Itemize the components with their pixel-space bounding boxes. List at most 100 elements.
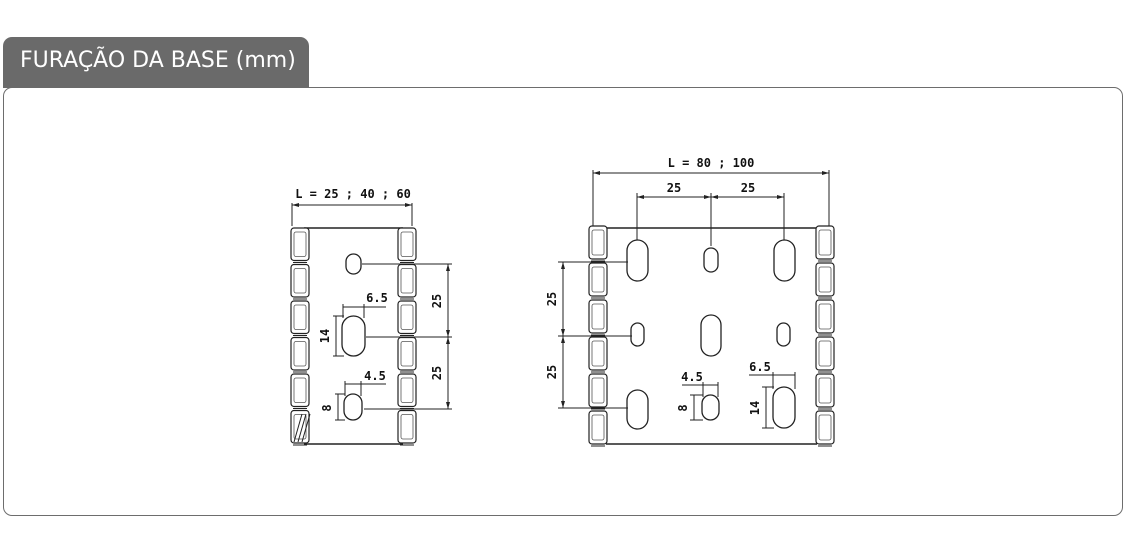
small-width-label: L = 25 ; 40 ; 60 (295, 187, 411, 201)
rail-lug (815, 225, 835, 260)
rail-lug-inner (293, 231, 307, 257)
rail-lug-inner (293, 341, 307, 367)
large-hole-top-left (626, 239, 649, 282)
rail-lug-inner (400, 341, 414, 367)
rail-lug (290, 263, 310, 298)
rail-lug-inner (591, 266, 605, 293)
small-small-slot (343, 393, 363, 421)
arrow-head (292, 203, 299, 207)
large-spacing-left-label: 25 (667, 181, 681, 195)
rail-lug (815, 373, 835, 408)
large-large-slot-height-label: 14 (748, 401, 762, 415)
rail-lug-inner (591, 377, 605, 404)
rail-lug (815, 410, 835, 445)
small-left-lugs (290, 227, 311, 446)
arrow-head (446, 337, 450, 344)
arrow-head (446, 264, 450, 271)
arrow-head (593, 171, 600, 175)
large-left-lugs (588, 225, 608, 447)
small-spacing-bottom-label: 25 (430, 366, 444, 380)
rail-lug-inner (400, 231, 414, 257)
rail-lug-inner (818, 340, 832, 367)
arrow-head (561, 329, 565, 336)
arrow-head (637, 195, 644, 199)
arrow-head (561, 336, 565, 343)
small-small-slot-height-label: 8 (320, 404, 334, 411)
rail-lug (588, 262, 608, 297)
rail-lug-inner (591, 303, 605, 330)
small-large-slot-height-label: 14 (318, 329, 332, 343)
rail-lug-inner (400, 414, 414, 440)
rail-lug-inner (400, 377, 414, 403)
rail-lug (588, 225, 608, 260)
rail-lug-inner (591, 340, 605, 367)
arrow-head (777, 195, 784, 199)
rail-lug (290, 373, 310, 408)
large-hole-top-center (703, 247, 719, 273)
large-spacing-bottom-v-label: 25 (545, 365, 559, 379)
rail-lug (588, 373, 608, 408)
small-top-hole (345, 253, 362, 275)
hatch-line (301, 413, 311, 443)
rail-lug-inner (400, 304, 414, 330)
rail-lug (397, 409, 417, 444)
rail-lug (588, 410, 608, 445)
large-tray-drawing: L = 80 ; 100 25 25 25 25 (545, 156, 835, 447)
rail-lug (397, 373, 417, 408)
large-hole-bottom-left (626, 389, 649, 430)
arrow-head (822, 171, 829, 175)
large-hole-mid-left (630, 322, 645, 347)
rail-lug-inner (293, 268, 307, 294)
arrow-head (446, 330, 450, 337)
large-spacing-right-label: 25 (741, 181, 755, 195)
large-hole-bottom-center (701, 394, 720, 421)
section-title: FURAÇÃO DA BASE (mm) (20, 48, 296, 73)
rail-lug-inner (818, 229, 832, 256)
small-large-slot-width-label: 6.5 (366, 291, 388, 305)
rail-lug (815, 336, 835, 371)
small-tray-drawing: L = 25 ; 40 ; 60 25 25 6.5 14 4.5 8 (290, 187, 452, 446)
rail-lug-inner (400, 268, 414, 294)
rail-lug (815, 299, 835, 334)
large-large-slot-width-label: 6.5 (749, 360, 771, 374)
rail-lug (290, 336, 310, 371)
rail-lug (290, 227, 310, 262)
hatch-line (293, 413, 303, 443)
large-hole-top-right (773, 239, 796, 282)
arrow-head (561, 262, 565, 269)
section-tab: FURAÇÃO DA BASE (mm) (3, 37, 309, 88)
rail-lug (397, 300, 417, 335)
rail-lug-inner (818, 303, 832, 330)
rail-lug (397, 227, 417, 262)
small-spacing-top-label: 25 (430, 294, 444, 308)
arrow-head (405, 203, 412, 207)
rail-lug-inner (818, 377, 832, 404)
rail-lug-inner (818, 414, 832, 441)
hatch-line (297, 413, 307, 443)
large-hole-mid-right (776, 322, 791, 347)
rail-lug (290, 300, 310, 335)
small-right-lugs (397, 227, 417, 446)
rail-lug-inner (591, 414, 605, 441)
rail-lug (588, 336, 608, 371)
rail-lug-inner (591, 229, 605, 256)
rail-lug (588, 299, 608, 334)
large-width-label: L = 80 ; 100 (668, 156, 755, 170)
large-small-slot-width-label: 4.5 (681, 370, 703, 384)
arrow-head (704, 195, 711, 199)
large-right-lugs (815, 225, 835, 447)
rail-lug-inner (293, 304, 307, 330)
arrow-head (446, 402, 450, 409)
rail-lug (815, 262, 835, 297)
rail-lug-inner (818, 266, 832, 293)
small-large-slot (341, 315, 366, 357)
arrow-head (561, 401, 565, 408)
arrow-head (711, 195, 718, 199)
large-hole-bottom-right (772, 386, 796, 429)
large-small-slot-height-label: 8 (676, 404, 690, 411)
large-spacing-top-v-label: 25 (545, 292, 559, 306)
small-small-slot-width-label: 4.5 (364, 369, 386, 383)
rail-lug-inner (293, 377, 307, 403)
large-hole-mid-center (700, 314, 722, 357)
